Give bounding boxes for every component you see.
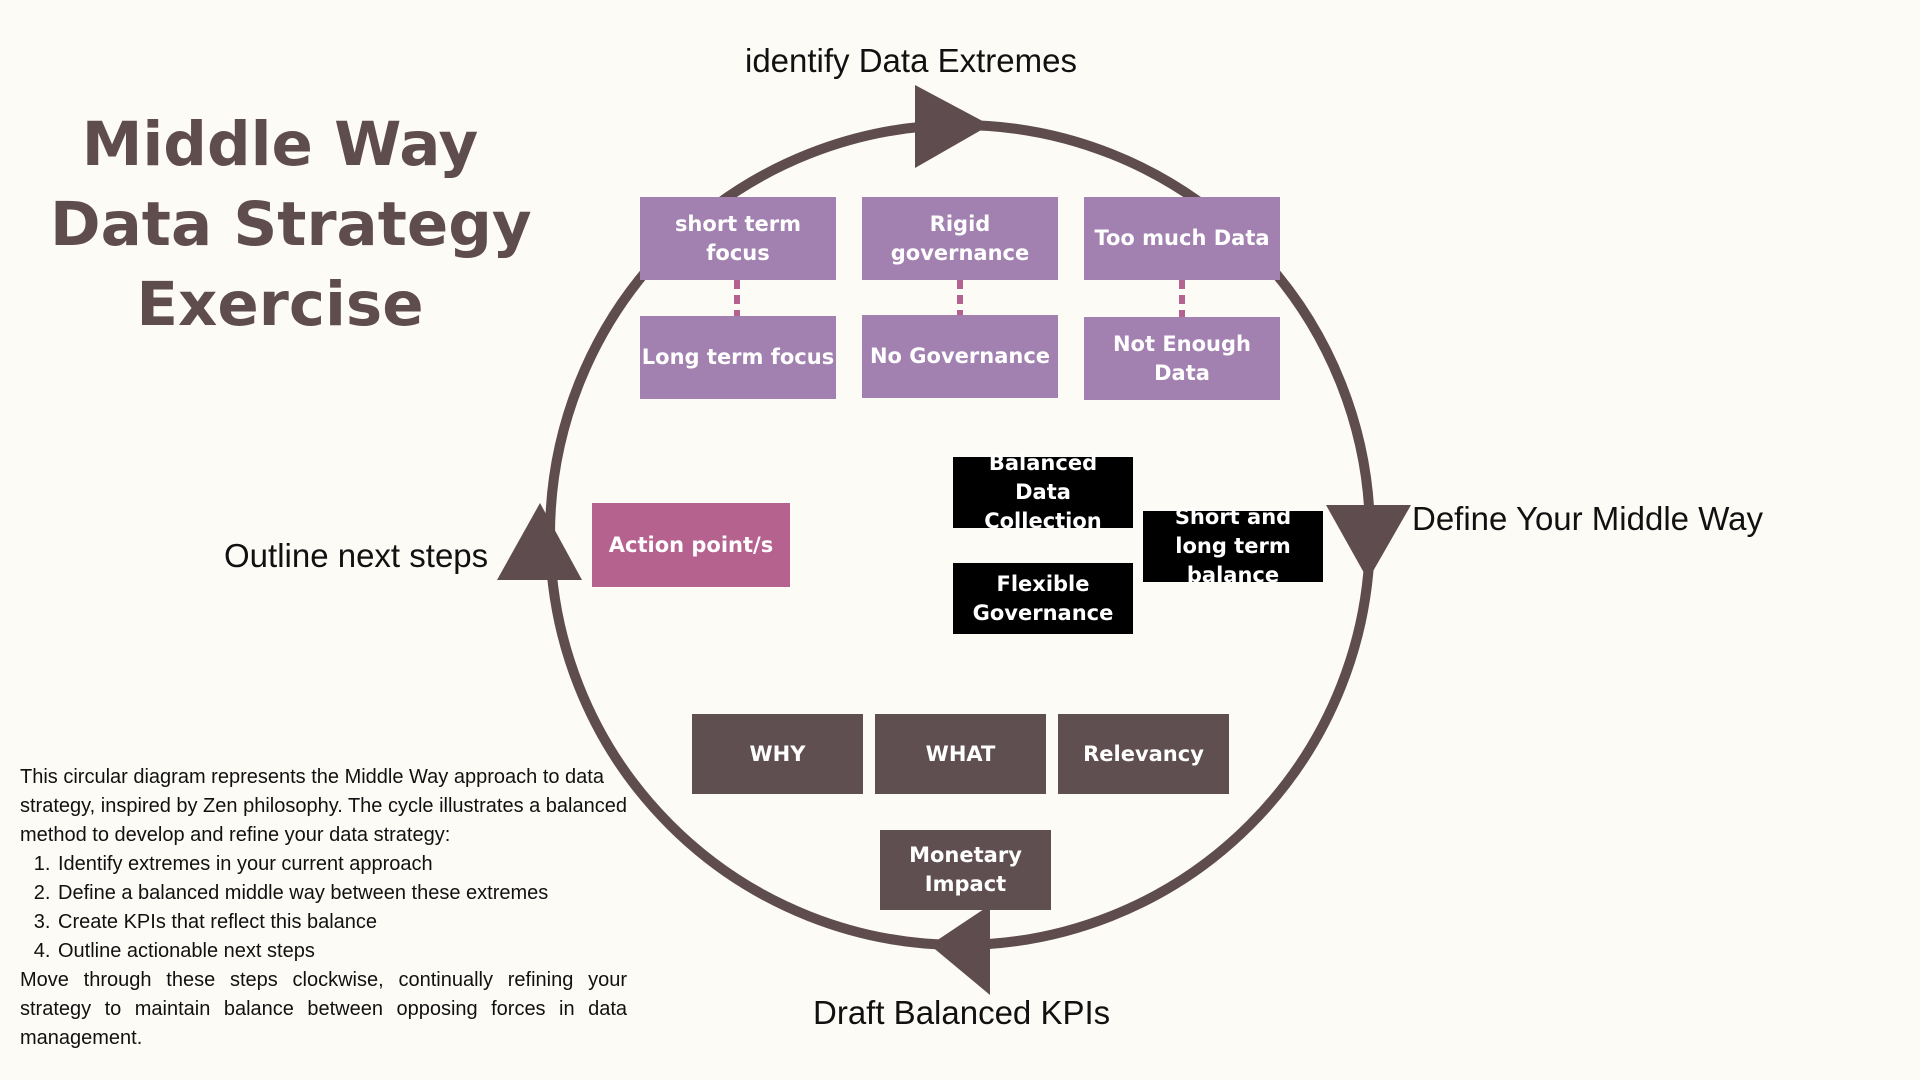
middle-balanced-data-collection: Balanced Data Collection xyxy=(953,451,1133,533)
arrow-left-icon xyxy=(930,905,990,995)
description: This circular diagram represents the Mid… xyxy=(20,763,627,1053)
extreme-too-much-data: Too much Data xyxy=(1084,197,1280,280)
extreme-not-enough-data: Not Enough Data xyxy=(1084,317,1280,400)
arrow-right-icon xyxy=(915,85,990,168)
extreme-short-term-focus: short term focus xyxy=(640,197,836,280)
arrow-up-icon xyxy=(497,503,582,580)
extreme-no-governance: No Governance xyxy=(862,315,1058,398)
description-outro: Move through these steps clockwise, cont… xyxy=(20,969,627,1049)
kpi-monetary-impact: Monetary Impact xyxy=(880,830,1051,910)
description-step: Define a balanced middle way between the… xyxy=(56,879,627,908)
extreme-long-term-focus: Long term focus xyxy=(640,316,836,399)
description-intro: This circular diagram represents the Mid… xyxy=(20,766,627,846)
title-line-2: Data Strategy xyxy=(50,189,532,260)
kpi-relevancy: Relevancy xyxy=(1058,714,1229,794)
title-line-3: Exercise xyxy=(136,269,424,340)
arrow-down-icon xyxy=(1326,505,1411,580)
stage-label-define: Define Your Middle Way xyxy=(1412,500,1763,537)
stage-label-identify: identify Data Extremes xyxy=(745,42,1077,79)
page-title: Middle Way Data Strategy Exercise xyxy=(50,105,532,345)
title-line-1: Middle Way xyxy=(81,109,479,180)
middle-flexible-governance: Flexible Governance xyxy=(953,563,1133,634)
description-step: Create KPIs that reflect this balance xyxy=(56,908,627,937)
description-steps: Identify extremes in your current approa… xyxy=(20,850,627,966)
extreme-rigid-governance: Rigid governance xyxy=(862,197,1058,280)
description-step: Identify extremes in your current approa… xyxy=(56,850,627,879)
stage-label-outline: Outline next steps xyxy=(224,537,489,574)
stage-label-draft: Draft Balanced KPIs xyxy=(813,994,1111,1031)
kpi-why: WHY xyxy=(692,714,863,794)
middle-short-long-term-balance: Short and long term balance xyxy=(1143,505,1323,587)
kpi-what: WHAT xyxy=(875,714,1046,794)
description-step: Outline actionable next steps xyxy=(56,937,627,966)
action-point-box: Action point/s xyxy=(592,503,790,587)
